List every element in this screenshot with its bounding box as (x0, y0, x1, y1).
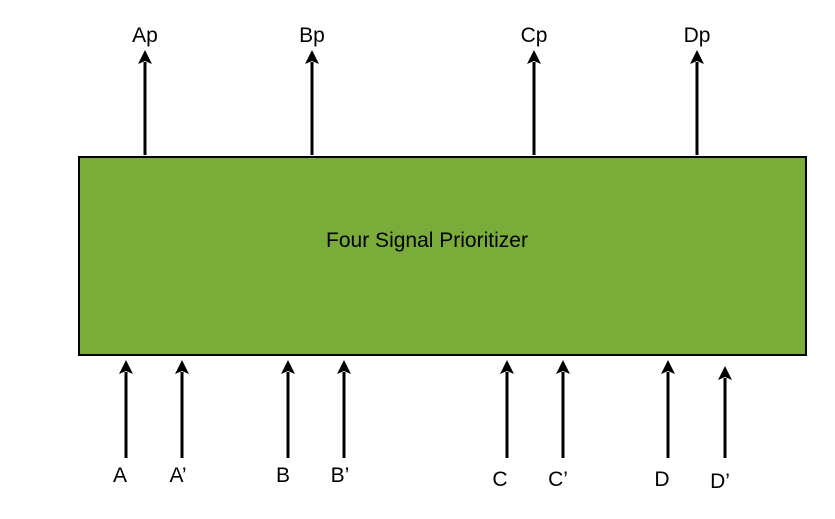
input-label-d: D (654, 468, 669, 491)
input-arrow-c-prime-head (556, 360, 570, 374)
prioritizer-block (78, 156, 807, 356)
input-label-a: A (113, 464, 127, 487)
output-arrow-dp-head (690, 50, 704, 64)
input-arrow-d-prime: D’ (710, 366, 732, 493)
input-arrow-d-prime-head (718, 366, 732, 380)
input-arrow-d-head (661, 360, 675, 374)
output-arrow-dp: Dp (684, 24, 711, 155)
output-label-dp: Dp (684, 24, 711, 47)
input-arrow-b-head (281, 360, 295, 374)
input-label-b: B (276, 464, 290, 487)
input-arrow-a-prime: A’ (169, 360, 189, 487)
input-arrow-a-prime-head (175, 360, 189, 374)
input-arrow-c-prime: C’ (548, 360, 570, 491)
input-arrows: A A’ B B’ C C’ D (113, 360, 732, 493)
input-arrow-c: C (492, 360, 514, 491)
input-label-b-prime: B’ (331, 464, 350, 487)
output-label-ap: Ap (132, 24, 158, 47)
input-arrow-c-head (500, 360, 514, 374)
input-arrow-a-head (119, 360, 133, 374)
block-title: Four Signal Prioritizer (326, 229, 528, 252)
output-arrow-ap: Ap (132, 24, 158, 155)
output-label-bp: Bp (299, 24, 325, 47)
output-arrow-bp: Bp (299, 24, 325, 155)
input-arrow-b: B (276, 360, 295, 487)
input-arrow-a: A (113, 360, 133, 487)
input-arrow-d: D (654, 360, 675, 491)
output-arrows: Ap Bp Cp Dp (132, 24, 710, 155)
input-label-d-prime: D’ (710, 470, 730, 493)
input-label-c: C (492, 468, 507, 491)
input-arrow-b-prime: B’ (331, 360, 351, 487)
output-arrow-cp-head (527, 50, 541, 64)
output-arrow-cp: Cp (521, 24, 548, 155)
output-arrow-ap-head (138, 50, 152, 64)
input-label-a-prime: A’ (169, 464, 186, 487)
input-label-c-prime: C’ (548, 468, 568, 491)
input-arrow-b-prime-head (337, 360, 351, 374)
output-label-cp: Cp (521, 24, 548, 47)
output-arrow-bp-head (305, 50, 319, 64)
